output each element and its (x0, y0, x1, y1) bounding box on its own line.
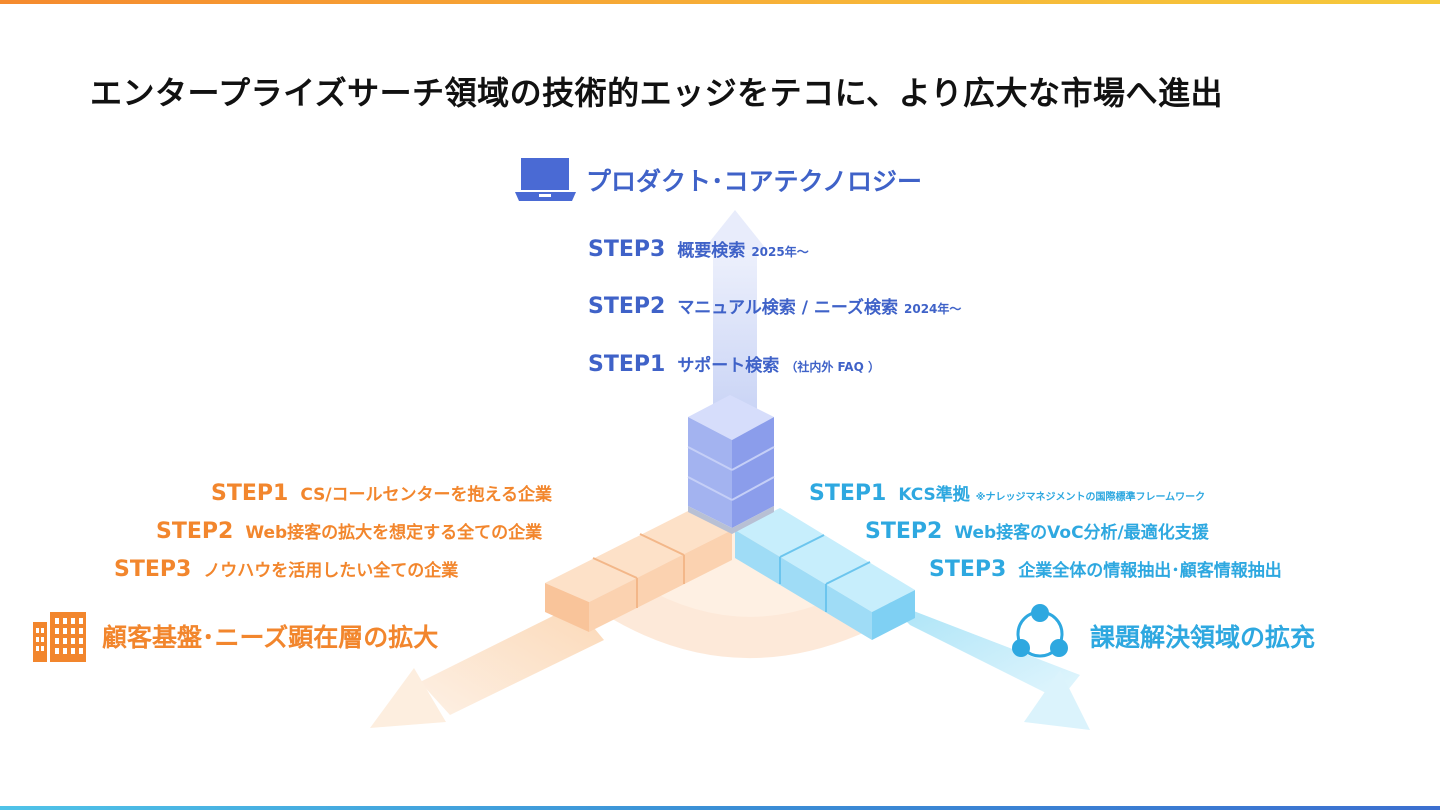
product-step1-text: サポート検索 (677, 356, 780, 376)
product-axis-arrow (703, 210, 767, 425)
problem-axis-arrow (885, 600, 1090, 730)
problem-axis-heading: 課題解決領域の拡充 (1090, 623, 1316, 652)
product-block-stack (687, 395, 775, 534)
customer-step1-text: CS/コールセンターを抱える企業 (300, 485, 553, 505)
product-step3: STEP3 概要検索 2025年〜 (588, 236, 809, 262)
problem-step1-note: ※ナレッジマネジメントの国際標準フレームワーク (975, 492, 1206, 503)
laptop-icon (515, 158, 576, 201)
problem-step3-text: 企業全体の情報抽出･顧客情報抽出 (1018, 561, 1282, 581)
top-accent-bar (0, 0, 1440, 4)
problem-step2: STEP2 Web接客のVoC分析/最適化支援 (865, 518, 1209, 544)
customer-axis-arrow (370, 605, 604, 728)
product-step2-text: マニュアル検索 / ニーズ検索 (677, 298, 898, 318)
bottom-accent-bar (0, 806, 1440, 810)
customer-step3-text: ノウハウを活用したい全ての企業 (203, 561, 459, 581)
customer-step2: STEP2 Web接客の拡大を想定する全ての企業 (156, 518, 542, 544)
network-icon (1012, 604, 1068, 658)
problem-step2-text: Web接客のVoC分析/最適化支援 (954, 523, 1209, 543)
problem-step1-label: STEP1 (809, 481, 887, 506)
product-step1-label: STEP1 (588, 352, 666, 377)
problem-bricks (735, 508, 915, 640)
product-step1: STEP1 サポート検索 （社内外 FAQ ） (588, 351, 880, 377)
customer-step1: STEP1 CS/コールセンターを抱える企業 (211, 480, 552, 506)
customer-axis-heading: 顧客基盤･ニーズ顕在層の拡大 (102, 623, 439, 652)
problem-step1-text: KCS準拠 (898, 485, 970, 505)
problem-step3: STEP3 企業全体の情報抽出･顧客情報抽出 (929, 556, 1282, 582)
customer-step3: STEP3 ノウハウを活用したい全ての企業 (114, 556, 458, 582)
page-title: エンタープライズサーチ領域の技術的エッジをテコに、より広大な市場へ進出 (90, 74, 1224, 112)
product-step2-note: 2024年〜 (904, 302, 962, 316)
product-step3-label: STEP3 (588, 237, 666, 262)
ground-fan-inner (640, 525, 830, 617)
customer-step1-label: STEP1 (211, 481, 289, 506)
problem-step2-label: STEP2 (865, 519, 943, 544)
product-step2: STEP2 マニュアル検索 / ニーズ検索 2024年〜 (588, 293, 961, 319)
customer-bricks (545, 510, 732, 632)
problem-step3-label: STEP3 (929, 557, 1007, 582)
customer-step3-label: STEP3 (114, 557, 192, 582)
product-axis-heading: プロダクト･コアテクノロジー (586, 167, 923, 196)
product-step1-note: （社内外 FAQ ） (785, 360, 880, 374)
product-step3-note: 2025年〜 (751, 245, 809, 259)
customer-step2-text: Web接客の拡大を想定する全ての企業 (245, 523, 543, 543)
problem-step1: STEP1 KCS準拠 ※ナレッジマネジメントの国際標準フレームワーク (809, 480, 1205, 506)
building-icon (33, 612, 86, 662)
product-step3-text: 概要検索 (677, 241, 746, 261)
customer-step2-label: STEP2 (156, 519, 234, 544)
product-step2-label: STEP2 (588, 294, 666, 319)
